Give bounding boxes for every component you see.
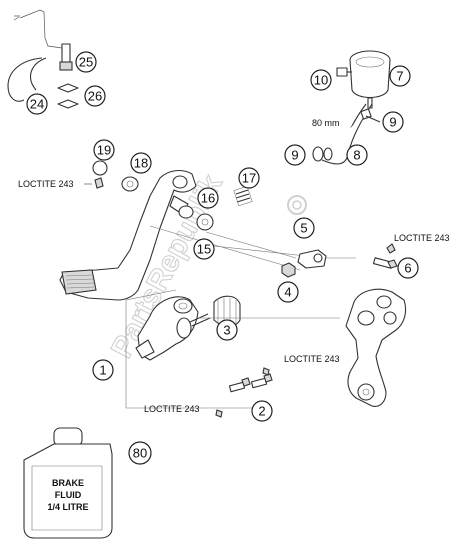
svg-text:10: 10 xyxy=(314,73,328,88)
mounting-bolt-6 xyxy=(372,257,398,269)
callout-15: 15 xyxy=(193,238,215,260)
callout-7: 7 xyxy=(389,65,411,87)
callout-6: 6 xyxy=(397,257,419,279)
brake-light-switch-cable xyxy=(7,9,79,109)
loctite-note-right: LOCTITE 243 xyxy=(394,233,450,243)
svg-text:9: 9 xyxy=(389,115,396,130)
callout-9-left: 9 xyxy=(284,144,306,166)
svg-text:80: 80 xyxy=(133,446,147,461)
svg-text:15: 15 xyxy=(197,242,211,257)
svg-text:26: 26 xyxy=(88,89,102,104)
svg-text:7: 7 xyxy=(396,69,403,84)
callout-25: 26 xyxy=(84,85,106,107)
svg-text:25: 25 xyxy=(79,55,93,70)
loctite-note-mid: LOCTITE 243 xyxy=(284,354,340,364)
callout-80: 80 xyxy=(128,441,152,465)
callout-18: 18 xyxy=(130,152,152,174)
callout-3: 3 xyxy=(216,319,238,341)
loctite-note-left: LOCTITE 243 xyxy=(18,179,74,189)
watermark-gear-icon xyxy=(287,195,307,215)
callout-9-right: 9 xyxy=(382,111,404,133)
svg-text:17: 17 xyxy=(242,171,256,186)
callout-24: 24 xyxy=(26,93,48,115)
svg-text:3: 3 xyxy=(223,323,230,338)
svg-text:4: 4 xyxy=(284,285,291,300)
bottle-label-line-3: 1/4 LITRE xyxy=(47,502,88,512)
callout-1: 1 xyxy=(92,359,114,381)
svg-text:19: 19 xyxy=(97,143,111,158)
callout-26: 25 xyxy=(75,51,97,73)
svg-text:18: 18 xyxy=(134,156,148,171)
reservoir-screw xyxy=(336,67,352,77)
svg-text:9: 9 xyxy=(291,148,298,163)
nut xyxy=(281,262,296,278)
bottle-label-line-2: FLUID xyxy=(55,490,82,500)
loctite-note-bottom: LOCTITE 243 xyxy=(144,404,200,414)
hose-clamps xyxy=(312,108,381,162)
return-spring xyxy=(233,185,253,207)
master-cylinder-frame xyxy=(125,289,270,409)
svg-text:16: 16 xyxy=(201,191,215,206)
brake-fluid-bottle: BRAKE FLUID 1/4 LITRE xyxy=(23,427,113,539)
callout-8: 8 xyxy=(346,144,368,166)
callout-4: 4 xyxy=(277,281,299,303)
svg-text:6: 6 xyxy=(404,261,411,276)
callout-17: 17 xyxy=(238,167,260,189)
thread-lock-marker xyxy=(386,243,396,254)
mounting-bolts-2 xyxy=(215,367,273,418)
hose-length-note: 80 mm xyxy=(312,118,340,128)
callout-16: 16 xyxy=(197,187,219,209)
callout-19: 19 xyxy=(93,139,115,161)
svg-text:1: 1 xyxy=(99,363,106,378)
svg-text:8: 8 xyxy=(353,148,360,163)
svg-text:2: 2 xyxy=(258,404,265,419)
callout-10: 10 xyxy=(310,69,332,91)
push-rod-connector xyxy=(297,249,356,269)
svg-text:5: 5 xyxy=(300,221,307,236)
master-cylinder xyxy=(135,296,211,361)
svg-text:24: 24 xyxy=(30,97,44,112)
brake-fluid-reservoir xyxy=(349,50,391,109)
pedal-bracket xyxy=(345,288,407,407)
pedal-pivot-parts xyxy=(92,160,139,192)
bottle-label-line-1: BRAKE xyxy=(52,478,84,488)
callout-2: 2 xyxy=(251,400,273,422)
callout-5: 5 xyxy=(293,217,315,239)
foot-brake-lever xyxy=(59,169,214,301)
